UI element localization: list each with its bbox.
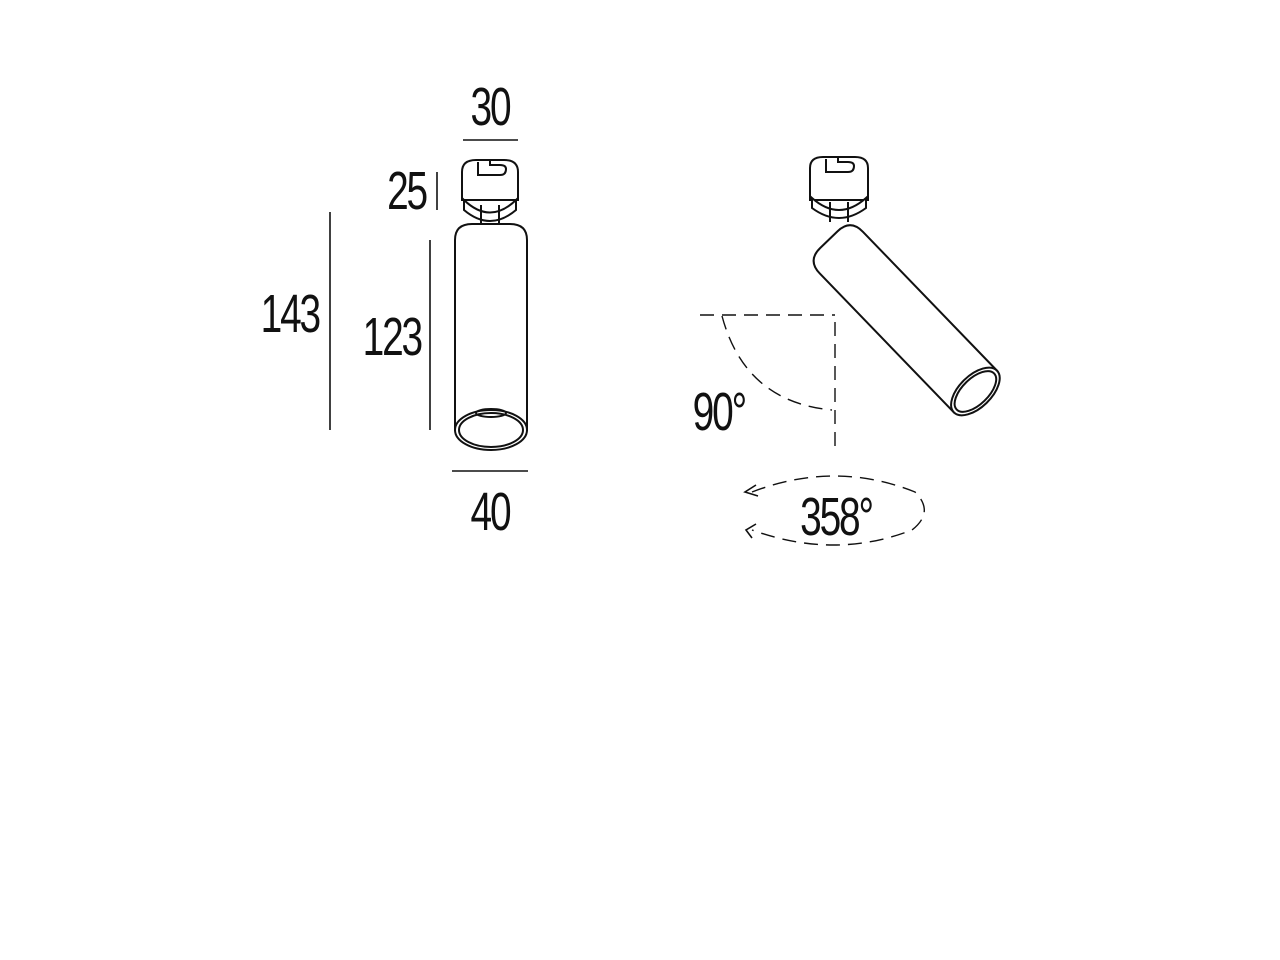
rotation-angle-label: 358°: [800, 486, 872, 547]
rotation-ellipse: [751, 475, 925, 546]
front-view: 30 25 143 123 40: [261, 76, 528, 542]
dimension-width-top: 30: [471, 76, 511, 137]
side-view: 90° 358°: [693, 156, 1001, 547]
dimension-body-height: 123: [363, 306, 423, 367]
dimension-adapter-height: 25: [387, 160, 427, 221]
tilt-arc: [721, 315, 833, 411]
spotlight-front: [454, 159, 528, 451]
dimension-width-bottom: 40: [471, 481, 511, 542]
rotation-arrow-top-icon: [743, 484, 759, 497]
dimension-total-height: 143: [261, 283, 321, 344]
rotation-arrow-bottom-icon: [744, 523, 757, 539]
tilt-angle-label: 90°: [693, 381, 745, 442]
spotlight-tilted: [809, 156, 1001, 417]
